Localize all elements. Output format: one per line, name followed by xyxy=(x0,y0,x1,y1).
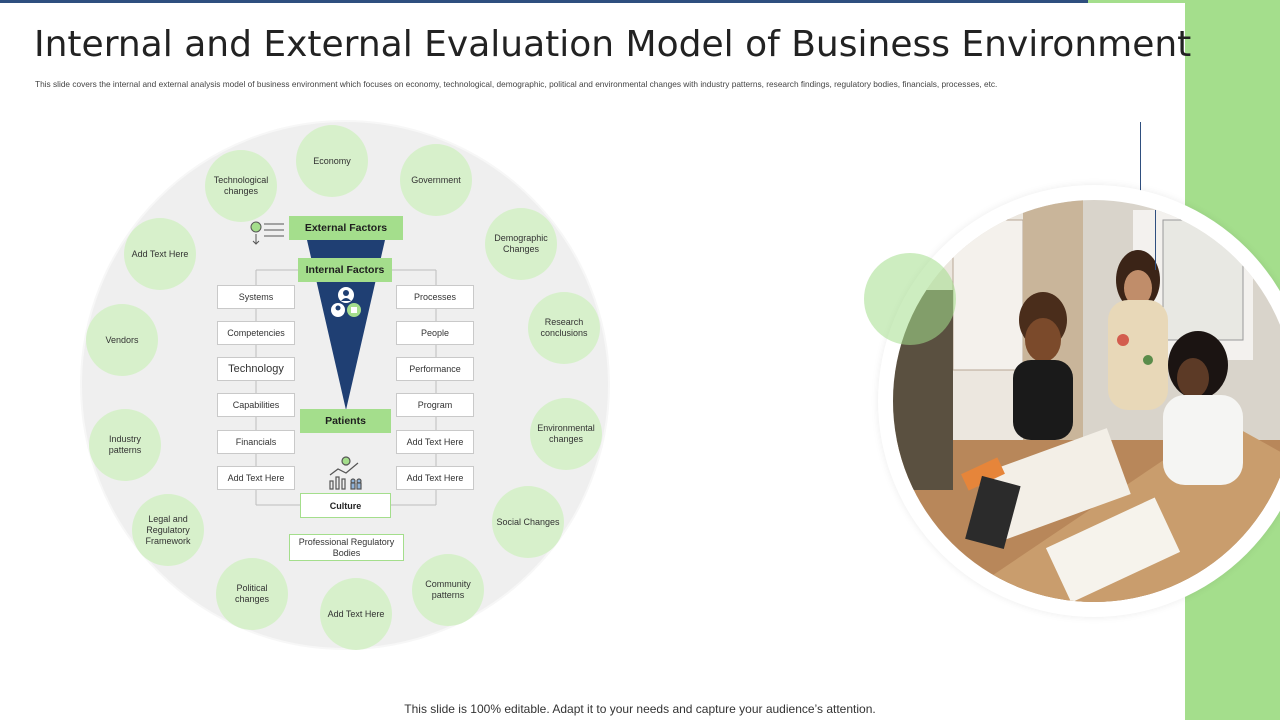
box-systems: Systems xyxy=(217,285,295,309)
internal-factors-label: Internal Factors xyxy=(298,258,392,282)
decor-line-1 xyxy=(1140,122,1141,242)
dollar-list-icon xyxy=(250,221,284,245)
bubble-environmental-changes: Environmental changes xyxy=(530,398,602,470)
decor-green-circle xyxy=(864,253,956,345)
bubble-research-conclusions: Research conclusions xyxy=(528,292,600,364)
professional-regulatory-box: Professional Regulatory Bodies xyxy=(289,534,404,561)
growth-chart-icon xyxy=(329,456,362,490)
box-people: People xyxy=(396,321,474,345)
external-factors-label: External Factors xyxy=(289,216,403,240)
slide-subtitle: This slide covers the internal and exter… xyxy=(35,79,998,89)
bubble-vendors: Vendors xyxy=(86,304,158,376)
bubble-demographic-changes: Demographic Changes xyxy=(485,208,557,280)
bubble-social-changes: Social Changes xyxy=(492,486,564,558)
box-financials: Financials xyxy=(217,430,295,454)
slide-title: Internal and External Evaluation Model o… xyxy=(34,24,1192,65)
bubble-industry-patterns: Industry patterns xyxy=(89,409,161,481)
box-add-text-right-2: Add Text Here xyxy=(396,466,474,490)
box-processes: Processes xyxy=(396,285,474,309)
top-rule-blue xyxy=(0,0,1088,3)
bubble-legal-regulatory: Legal and Regulatory Framework xyxy=(132,494,204,566)
box-competencies: Competencies xyxy=(217,321,295,345)
bubble-community-patterns: Community patterns xyxy=(412,554,484,626)
bubble-add-text-bottom: Add Text Here xyxy=(320,578,392,650)
bubble-technological-changes: Technological changes xyxy=(205,150,277,222)
decor-line-2 xyxy=(1155,210,1156,270)
box-technology: Technology xyxy=(217,357,295,381)
culture-box: Culture xyxy=(300,493,391,518)
bubble-government: Government xyxy=(400,144,472,216)
footer-note: This slide is 100% editable. Adapt it to… xyxy=(404,702,876,716)
box-performance: Performance xyxy=(396,357,474,381)
top-rule-green xyxy=(1088,0,1185,3)
bubble-add-text-left: Add Text Here xyxy=(124,218,196,290)
bubble-political-changes: Political changes xyxy=(216,558,288,630)
box-capabilities: Capabilities xyxy=(217,393,295,417)
patients-label: Patients xyxy=(300,409,391,433)
box-program: Program xyxy=(396,393,474,417)
people-icon xyxy=(331,287,361,317)
box-add-text-right-1: Add Text Here xyxy=(396,430,474,454)
box-add-text-left: Add Text Here xyxy=(217,466,295,490)
funnel-triangle xyxy=(307,240,385,410)
team-meeting-photo xyxy=(893,200,1280,602)
bubble-economy: Economy xyxy=(296,125,368,197)
